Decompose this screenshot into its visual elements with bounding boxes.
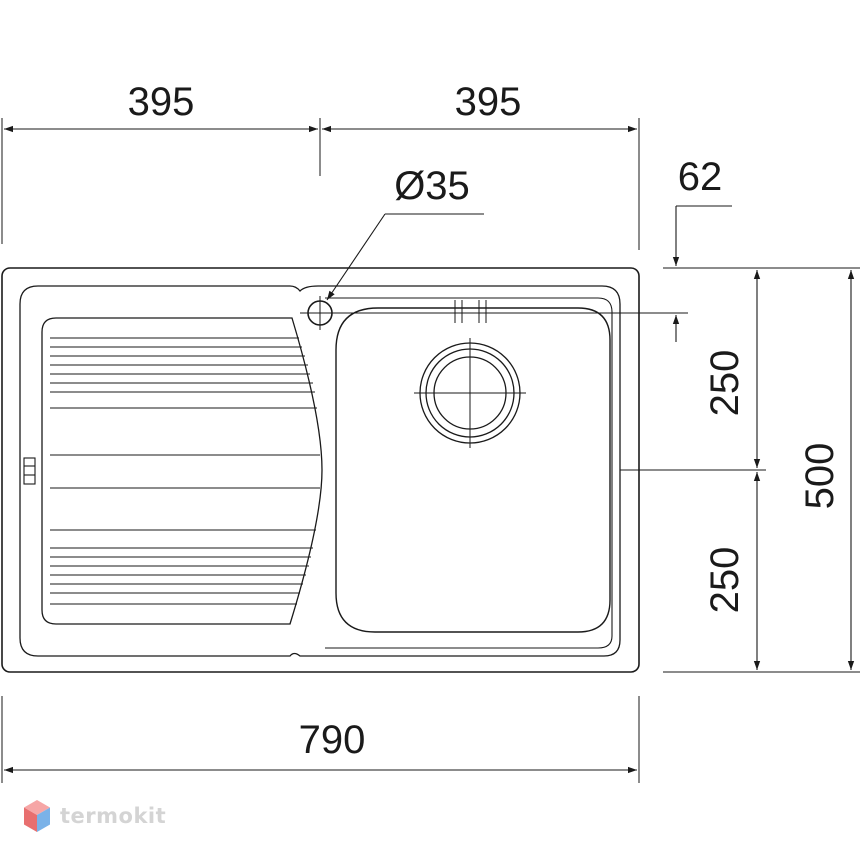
dim-label-diameter-35: Ø35 bbox=[394, 164, 470, 208]
dimension-tap-offset: 62 bbox=[663, 155, 860, 342]
dimension-bottom: 790 bbox=[1, 696, 640, 783]
drain-icon bbox=[414, 338, 526, 448]
sink-inner-rim bbox=[19, 285, 621, 657]
dim-label-62: 62 bbox=[678, 155, 723, 199]
dimension-depth: 500 bbox=[798, 270, 855, 670]
watermark-brand-name: termokit bbox=[60, 804, 167, 828]
sink-deck-edge bbox=[325, 297, 613, 649]
dim-label-lower-250: 250 bbox=[703, 547, 747, 614]
overflow-hole-marks bbox=[454, 300, 487, 323]
dim-label-right-395: 395 bbox=[455, 80, 522, 124]
drainboard bbox=[23, 317, 323, 625]
tap-hole-icon bbox=[300, 296, 688, 330]
dimension-tap-diameter: Ø35 bbox=[326, 164, 484, 301]
dimension-top: 395 395 bbox=[1, 80, 640, 250]
dim-label-500: 500 bbox=[798, 443, 842, 510]
bowl-outline bbox=[335, 307, 611, 633]
overflow-slot-icon bbox=[23, 457, 36, 485]
watermark: termokit bbox=[22, 796, 166, 836]
dim-label-left-395: 395 bbox=[128, 80, 195, 124]
sink-bowl bbox=[335, 300, 611, 633]
termokit-logo-icon bbox=[24, 800, 50, 832]
dimension-bowl-halves: 250 250 bbox=[620, 270, 860, 673]
drainboard-edge bbox=[41, 317, 323, 625]
dim-label-upper-250: 250 bbox=[703, 350, 747, 417]
drainboard-grooves bbox=[50, 337, 320, 605]
dim-label-790: 790 bbox=[299, 718, 366, 762]
